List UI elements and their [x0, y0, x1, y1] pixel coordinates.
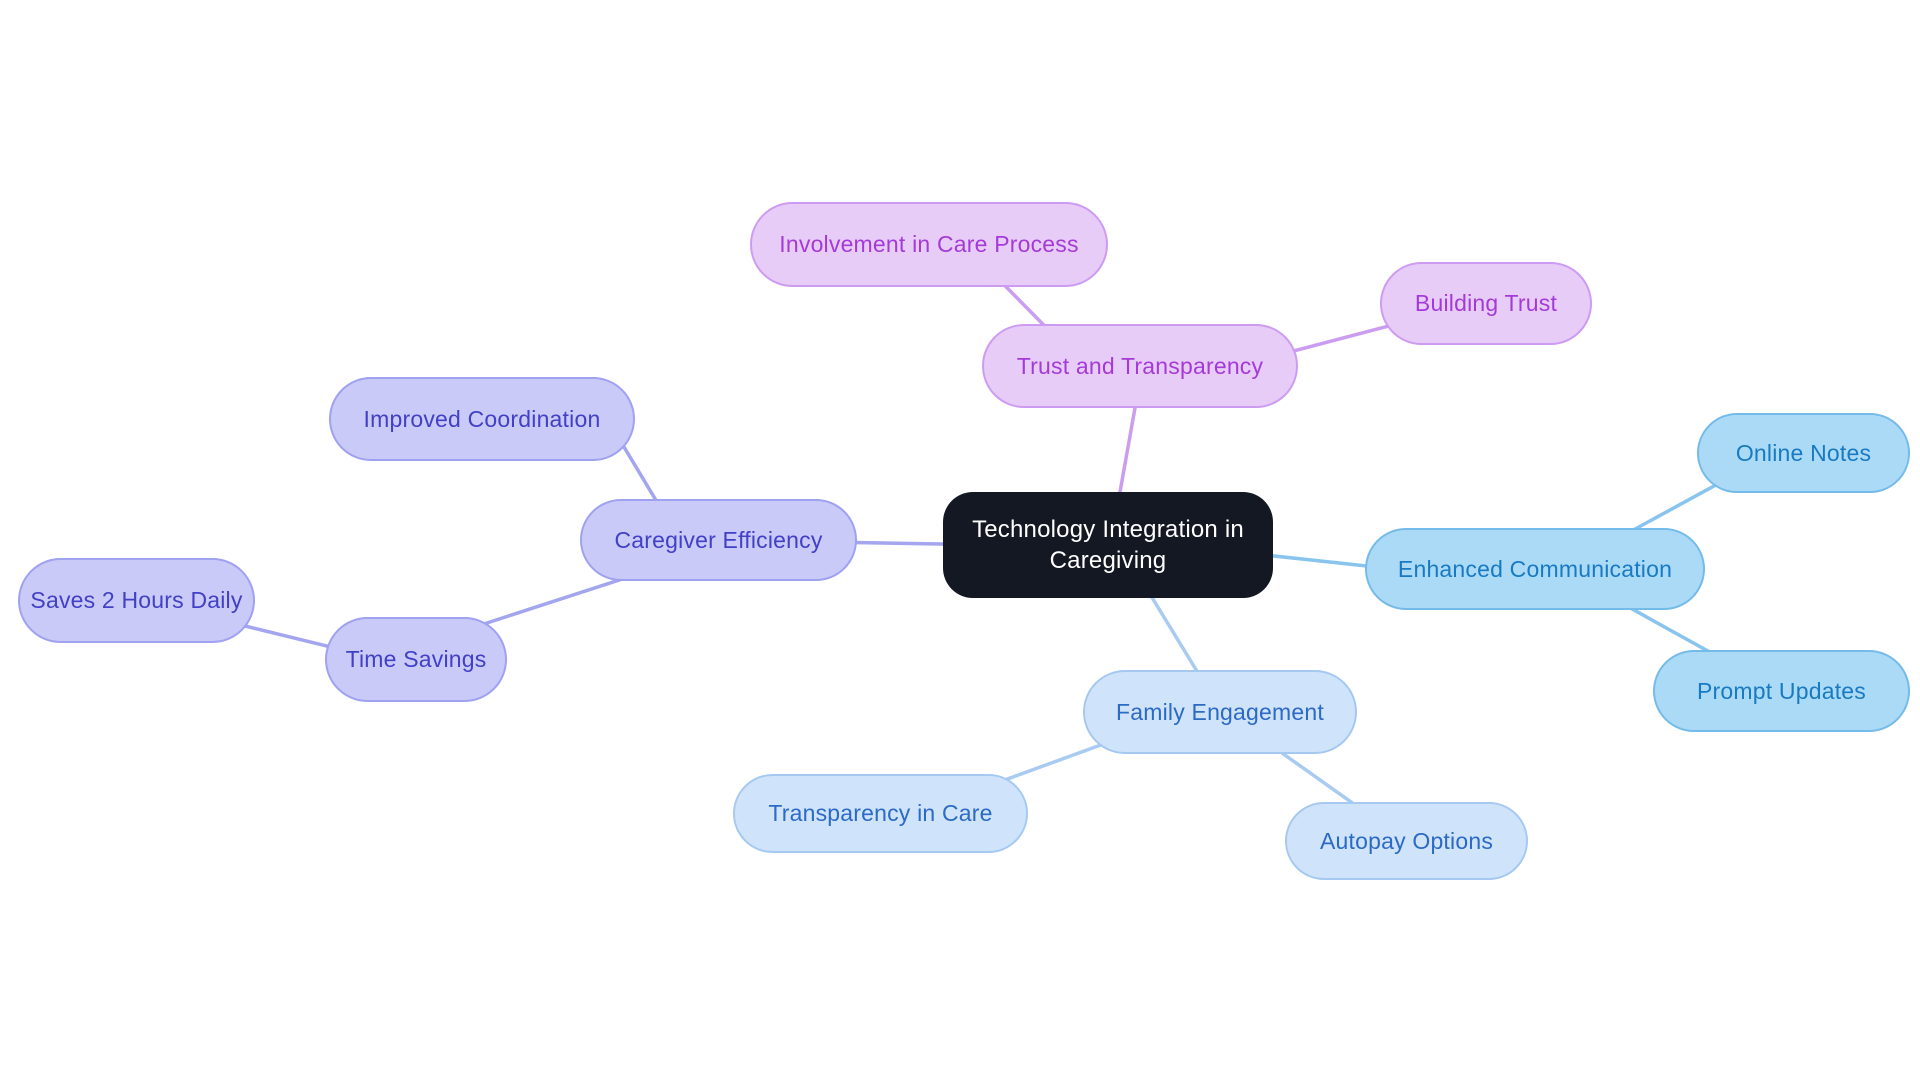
node-involvement-in-care-process[interactable]: Involvement in Care Process — [750, 202, 1108, 287]
node-building-trust[interactable]: Building Trust — [1380, 262, 1592, 345]
node-label: Improved Coordination — [363, 405, 601, 432]
node-central-topic[interactable]: Technology Integration in Caregiving — [943, 492, 1273, 598]
node-transparency-in-care[interactable]: Transparency in Care — [733, 774, 1028, 853]
node-label: Transparency in Care — [768, 800, 993, 826]
node-time-savings[interactable]: Time Savings — [325, 617, 507, 702]
node-label: Involvement in Care Process — [779, 231, 1079, 257]
node-label: Caregiver Efficiency — [614, 526, 823, 553]
node-autopay-options[interactable]: Autopay Options — [1285, 802, 1528, 880]
node-label: Building Trust — [1414, 290, 1558, 316]
node-label: Saves 2 Hours Daily — [30, 587, 243, 613]
node-prompt-updates[interactable]: Prompt Updates — [1653, 650, 1910, 732]
node-trust-and-transparency[interactable]: Trust and Transparency — [982, 324, 1298, 408]
node-label: Enhanced Communication — [1397, 555, 1673, 582]
node-label: Autopay Options — [1319, 827, 1494, 854]
node-label: Family Engagement — [1116, 698, 1324, 725]
node-improved-coordination[interactable]: Improved Coordination — [329, 377, 635, 461]
node-label: Time Savings — [345, 646, 487, 672]
node-label: Prompt Updates — [1697, 677, 1866, 704]
node-online-notes[interactable]: Online Notes — [1697, 413, 1910, 493]
node-family-engagement[interactable]: Family Engagement — [1083, 670, 1357, 754]
node-label: Online Notes — [1735, 439, 1872, 466]
node-label: Trust and Transparency — [1016, 352, 1264, 379]
node-saves-2-hours-daily[interactable]: Saves 2 Hours Daily — [18, 558, 255, 643]
node-central-label: Technology Integration in Caregiving — [972, 516, 1244, 574]
node-enhanced-communication[interactable]: Enhanced Communication — [1365, 528, 1705, 610]
node-caregiver-efficiency[interactable]: Caregiver Efficiency — [580, 499, 857, 581]
